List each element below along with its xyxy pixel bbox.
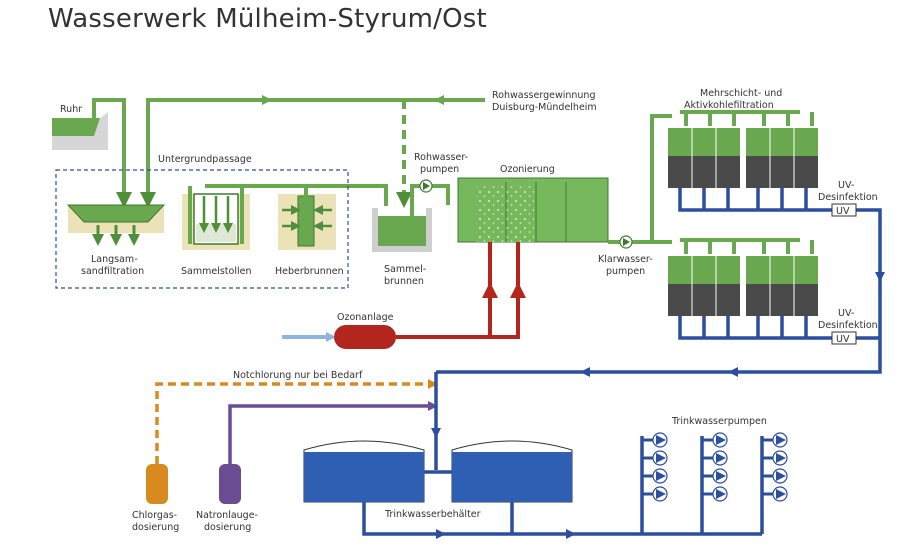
svg-text:Rohwasser-: Rohwasser-	[414, 152, 468, 163]
trinkwasserpumpen-label: Trinkwasserpumpen	[671, 416, 767, 427]
pump-icon	[642, 486, 668, 502]
svg-text:Mehrschicht- und: Mehrschicht- und	[700, 88, 782, 99]
sammelstollen-label: Sammelstollen	[181, 266, 251, 277]
ozonierung-label: Ozonierung	[500, 164, 555, 175]
flow-arrow	[428, 401, 438, 411]
rohwassergewinnung-label: Rohwassergewinnung Duisburg-Mündelheim	[492, 90, 597, 113]
svg-text:pumpen: pumpen	[420, 164, 459, 175]
svg-text:Natronlauge-: Natronlauge-	[196, 510, 258, 521]
svg-text:Duisburg-Mündelheim: Duisburg-Mündelheim	[492, 102, 597, 113]
svg-text:Chlorgas-: Chlorgas-	[132, 510, 177, 521]
sammelstollen: Sammelstollen	[181, 186, 251, 277]
svg-text:sandfiltration: sandfiltration	[81, 266, 144, 277]
uv-unit-top: UV UV- Desinfektion	[818, 180, 878, 217]
svg-text:brunnen: brunnen	[384, 276, 424, 287]
svg-text:UV-: UV-	[838, 308, 854, 319]
filter-feed-pipes	[650, 110, 814, 254]
rohwasserpumpen: Rohwasser- pumpen	[410, 152, 468, 228]
pump-icon	[642, 468, 668, 484]
svg-text:UV: UV	[836, 206, 850, 217]
flow-arrow	[580, 367, 590, 377]
ozonanlage-label: Ozonanlage	[337, 312, 394, 323]
flow-arrow	[262, 95, 272, 105]
ozonierung-tank: Ozonierung	[457, 164, 609, 243]
aktivkohle-filter-bank-top	[668, 128, 818, 188]
pump-icon	[762, 432, 788, 448]
flow-arrow	[434, 95, 444, 105]
svg-text:UV-: UV-	[838, 180, 854, 191]
heberbrunnen: Heberbrunnen	[275, 186, 344, 277]
pump-icon	[762, 450, 788, 466]
pump-icon	[762, 486, 788, 502]
flow-arrow	[436, 529, 446, 539]
pump-icon	[702, 432, 728, 448]
pump-icon	[702, 468, 728, 484]
svg-text:UV: UV	[836, 334, 850, 345]
svg-text:dosierung: dosierung	[204, 522, 251, 533]
langsamsandfiltration: Langsam- sandfiltration	[66, 204, 166, 277]
trinkwasserbehaelter-label: Trinkwasserbehälter	[384, 509, 481, 520]
trinkwasserbehaelter-right	[451, 440, 573, 503]
trinkwasserbehaelter-left	[303, 440, 425, 503]
trinkwasserpumpen	[642, 432, 788, 502]
chlorgas-tank: Chlorgas- dosierung	[132, 464, 179, 533]
aktivkohle-filter-bank-bottom	[668, 256, 818, 316]
pump-icon	[642, 450, 668, 466]
heberbrunnen-label: Heberbrunnen	[275, 266, 344, 277]
pump-icon	[762, 468, 788, 484]
flow-arrow	[566, 529, 576, 539]
pump-icon	[702, 450, 728, 466]
flow-arrow	[728, 367, 738, 377]
pump-icon	[642, 432, 668, 448]
klarwasserpumpen: Klarwasser- pumpen	[598, 235, 653, 277]
ruhr-river: Ruhr	[52, 104, 108, 150]
untergrundpassage-box	[55, 169, 349, 289]
ozonanlage: Ozonanlage	[282, 242, 526, 349]
svg-text:Notchlorung nur bei Bedarf: Notchlorung nur bei Bedarf	[233, 370, 363, 381]
notchlorung-line: Notchlorung nur bei Bedarf	[155, 370, 438, 464]
pump-icon	[702, 486, 728, 502]
svg-text:Aktivkohlefiltration: Aktivkohlefiltration	[684, 100, 774, 111]
page-title: Wasserwerk Mülheim-Styrum/Ost	[48, 4, 487, 34]
distribution-pipes	[362, 436, 764, 536]
flow-arrow	[875, 272, 885, 282]
svg-text:Klarwasser-: Klarwasser-	[598, 254, 653, 265]
svg-text:Rohwassergewinnung: Rohwassergewinnung	[492, 90, 595, 101]
svg-text:dosierung: dosierung	[132, 522, 179, 533]
uv-unit-bottom: UV UV- Desinfektion	[818, 308, 878, 345]
ruhr-label: Ruhr	[60, 104, 82, 115]
filtered-water-pipes	[436, 188, 882, 374]
natronlauge-tank: Natronlauge- dosierung	[196, 464, 258, 533]
svg-text:Langsam-: Langsam-	[91, 254, 138, 265]
svg-text:Desinfektion: Desinfektion	[818, 192, 878, 203]
svg-text:Desinfektion: Desinfektion	[818, 320, 878, 331]
natronlauge-line	[228, 404, 430, 464]
flow-arrow	[431, 428, 441, 438]
untergrundpassage-label: Untergrundpassage	[158, 154, 252, 165]
svg-text:Sammel-: Sammel-	[384, 264, 426, 275]
svg-text:pumpen: pumpen	[606, 266, 645, 277]
sammelbrunnen: Sammel- brunnen	[372, 208, 432, 287]
